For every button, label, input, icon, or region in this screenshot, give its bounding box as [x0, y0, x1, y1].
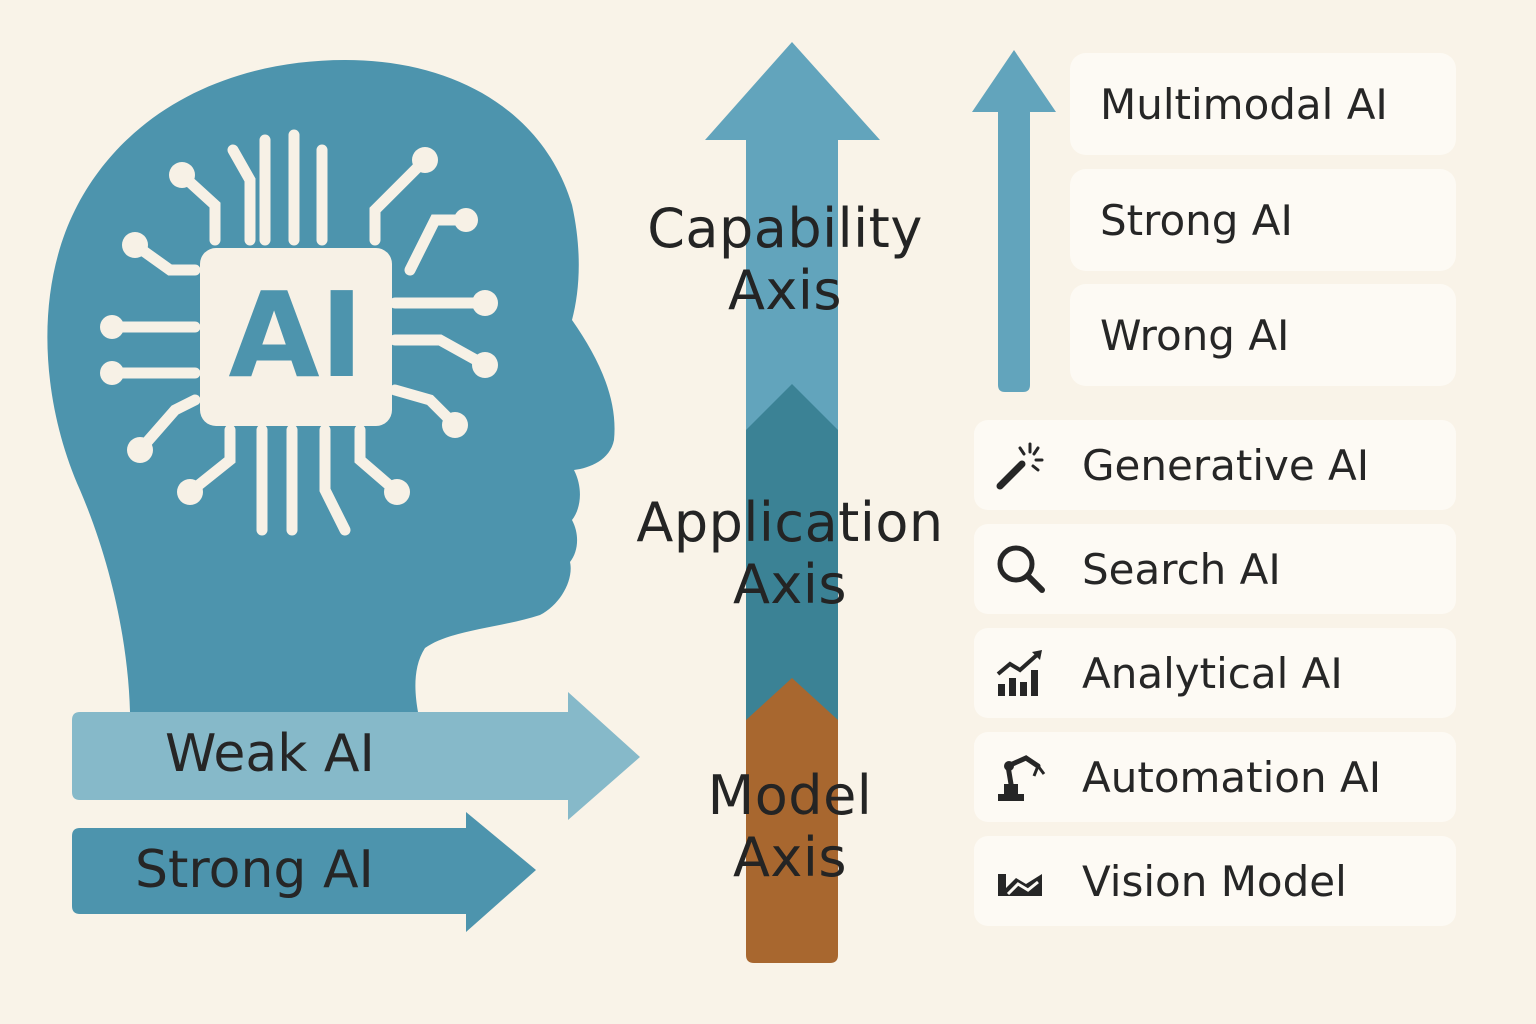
model-axis-segment: [746, 678, 838, 963]
capability-level-strong: Strong AI: [1070, 169, 1456, 271]
weak-ai-label: Weak AI: [165, 724, 375, 784]
application-axis-segment: [746, 384, 838, 720]
application-item-automation: Automation AI: [974, 732, 1456, 822]
robot-arm-icon: [998, 755, 1046, 801]
application-item-generative: Generative AI: [974, 420, 1456, 510]
circuit-nodes: [100, 147, 498, 505]
weak-ai-arrow: [72, 692, 640, 820]
strong-ai-label: Strong AI: [135, 840, 374, 900]
capability-level-label: Multimodal AI: [1100, 79, 1388, 129]
model-axis-label: Model Axis: [600, 765, 980, 889]
capability-level-multimodal: Multimodal AI: [1070, 53, 1456, 155]
application-item-analytical: Analytical AI: [974, 628, 1456, 718]
application-axis-line2: Axis: [732, 553, 848, 616]
application-item-label: Analytical AI: [1082, 648, 1343, 698]
capability-axis-line2: Axis: [727, 259, 843, 322]
capability-axis-label: Capability Axis: [600, 198, 970, 322]
model-axis-line1: Model: [707, 764, 873, 827]
ai-chip-label: AI: [228, 266, 364, 404]
application-item-search: Search AI: [974, 524, 1456, 614]
application-item-label: Automation AI: [1082, 752, 1382, 802]
application-item-label: Generative AI: [1082, 440, 1370, 490]
application-axis-line1: Application: [636, 491, 944, 554]
ai-chip: [200, 248, 392, 426]
capability-level-label: Wrong AI: [1100, 310, 1290, 360]
application-item-label: Search AI: [1082, 544, 1281, 594]
application-item-label: Vision Model: [1082, 856, 1347, 906]
capability-axis-arrow: [705, 42, 880, 430]
application-item-vision: Vision Model: [974, 836, 1456, 926]
search-icon: [997, 545, 1045, 593]
chart-growth-icon: [996, 650, 1042, 696]
application-axis-label: Application Axis: [600, 492, 980, 616]
magic-wand-icon: [996, 442, 1044, 490]
model-axis-line2: Axis: [732, 826, 848, 889]
capability-level-label: Strong AI: [1100, 195, 1293, 245]
vision-model-icon: [998, 874, 1042, 896]
capability-level-wrong: Wrong AI: [1070, 284, 1456, 386]
strong-ai-arrow: [72, 812, 536, 932]
capability-up-arrow: [972, 50, 1056, 392]
circuit-lines: [106, 129, 491, 536]
capability-axis-line1: Capability: [647, 197, 923, 260]
